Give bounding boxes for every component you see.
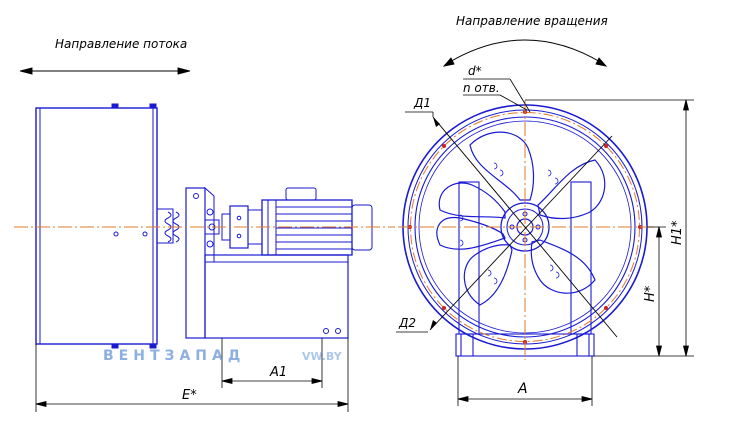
front-dimensions	[457, 99, 694, 406]
watermark-brand: ВЕНТЗАПАД	[103, 348, 245, 364]
terminal-box	[285, 187, 317, 201]
n-holes-label: n отв.	[463, 81, 500, 95]
d1-label: Д1	[413, 96, 431, 110]
dim-a1-label: A1	[269, 365, 287, 380]
electric-motor	[261, 187, 373, 256]
rotation-direction-label: Направление вращения	[456, 14, 608, 28]
motor-base	[204, 254, 349, 339]
side-view	[35, 103, 373, 349]
d1-diameter-line	[432, 116, 618, 338]
flow-direction-label: Направление потока	[55, 37, 187, 51]
d2-label: Д2	[398, 316, 416, 330]
front-view	[398, 100, 660, 360]
mounting-plate	[185, 187, 206, 339]
rotation-direction-arrow	[442, 39, 608, 67]
side-dimensions	[35, 338, 349, 412]
dim-h1-star-label: H1*	[670, 220, 685, 245]
dim-a-label: A	[517, 381, 528, 397]
d2-diameter-line	[429, 135, 613, 331]
flow-direction-arrow	[19, 67, 191, 75]
impeller-blades	[436, 131, 606, 306]
fan-housing	[35, 107, 158, 345]
bolt-holes	[408, 110, 642, 344]
d-star-label: d*	[468, 64, 482, 78]
watermark-domain: VW.BY	[302, 350, 343, 363]
dim-h-star-label: H*	[643, 285, 658, 302]
dim-e-star-label: E*	[182, 388, 197, 403]
